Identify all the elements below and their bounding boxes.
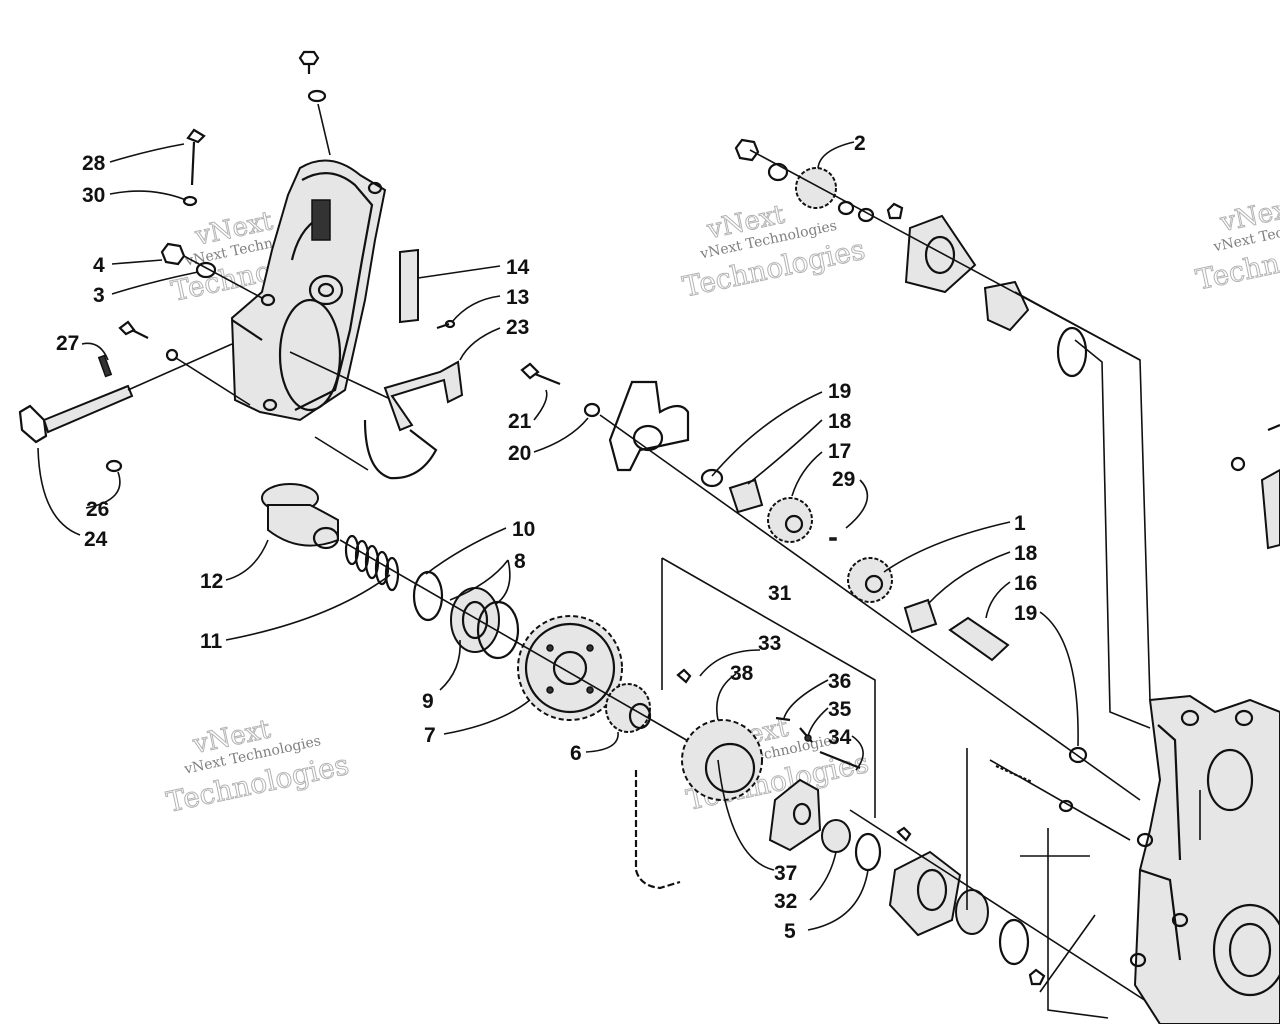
bolt-and-fitting bbox=[118, 320, 251, 406]
drive-chain bbox=[634, 770, 681, 890]
watermark-left-bottom: vNext vNext Technologies Technologies bbox=[163, 714, 352, 819]
watermark-center-top: vNext vNext Technologies Technologies bbox=[679, 199, 868, 304]
bleeder-screw bbox=[995, 764, 1074, 986]
callout-5: 5 bbox=[784, 920, 796, 943]
axis-driven bbox=[339, 539, 696, 746]
callout-32: 32 bbox=[774, 890, 797, 913]
callout-8: 8 bbox=[514, 550, 526, 573]
callout-30: 30 bbox=[82, 184, 105, 207]
top-bolt bbox=[298, 50, 331, 156]
bolt-21 bbox=[520, 362, 601, 418]
callout-16: 16 bbox=[1014, 572, 1037, 595]
callout-3: 3 bbox=[93, 284, 105, 307]
brake-disc-38 bbox=[676, 668, 763, 801]
chain-loop bbox=[314, 419, 438, 480]
leader-lines bbox=[37, 141, 1079, 931]
ref-line-d bbox=[966, 748, 1201, 993]
callout-10: 10 bbox=[512, 518, 535, 541]
callout-21: 21 bbox=[508, 410, 532, 433]
callout-35: 35 bbox=[828, 698, 852, 721]
tube-16 bbox=[948, 616, 1010, 662]
bracket bbox=[608, 380, 690, 472]
callout-18-top: 18 bbox=[828, 410, 852, 433]
washer-19b bbox=[1068, 746, 1088, 764]
callout-37: 37 bbox=[774, 862, 797, 885]
bearing-housing-12 bbox=[261, 483, 340, 550]
caliper-37 bbox=[768, 778, 822, 852]
callout-14: 14 bbox=[506, 256, 530, 279]
callout-24: 24 bbox=[84, 528, 108, 551]
callout-27: 27 bbox=[56, 332, 79, 355]
callout-labels: 28 30 4 3 27 24 26 14 13 23 12 11 10 8 9… bbox=[56, 132, 1038, 943]
callout-19-top: 19 bbox=[828, 380, 851, 403]
lower-bearing-plate bbox=[849, 759, 1161, 1011]
callout-4: 4 bbox=[93, 254, 105, 277]
gear-7 bbox=[517, 615, 623, 721]
dipstick-28 bbox=[182, 128, 206, 207]
callout-2: 2 bbox=[854, 132, 866, 155]
pins-36-35-34 bbox=[775, 716, 861, 770]
washer-19-bearing-18 bbox=[700, 468, 764, 514]
callout-34: 34 bbox=[828, 726, 852, 749]
callout-23: 23 bbox=[506, 316, 529, 339]
chain-tensioner-23 bbox=[289, 351, 464, 432]
brake-shaft-24 bbox=[18, 343, 233, 473]
gear-6 bbox=[605, 683, 652, 733]
group-31-bracket bbox=[661, 557, 876, 818]
axis-shaft bbox=[599, 414, 1141, 801]
callout-7: 7 bbox=[424, 724, 436, 747]
callout-19-bottom: 19 bbox=[1014, 602, 1037, 625]
callout-6: 6 bbox=[570, 742, 582, 765]
callout-28: 28 bbox=[82, 152, 106, 175]
callout-18-bottom: 18 bbox=[1014, 542, 1038, 565]
callout-13: 13 bbox=[506, 286, 529, 309]
gearcase-right bbox=[1129, 694, 1280, 1024]
callout-26: 26 bbox=[86, 498, 109, 521]
callout-11: 11 bbox=[200, 630, 223, 653]
callout-9: 9 bbox=[422, 690, 434, 713]
bearing-18b bbox=[903, 598, 938, 634]
ref-line-c bbox=[1020, 828, 1109, 1019]
watermark-right-top: vNext vNext Technologies Technologies bbox=[1192, 192, 1280, 297]
spring-11 bbox=[344, 534, 400, 592]
chaincase-cover bbox=[230, 159, 387, 422]
sprocket-1 bbox=[847, 557, 893, 603]
ref-line-a bbox=[1074, 339, 1151, 729]
sprocket-17 bbox=[767, 497, 837, 543]
nut-washer-4-3 bbox=[160, 242, 263, 299]
bearing-32-washer-5 bbox=[821, 819, 882, 872]
callout-36: 36 bbox=[828, 670, 851, 693]
callout-31: 31 bbox=[768, 582, 792, 605]
callout-1: 1 bbox=[1014, 512, 1026, 535]
right-edge-part bbox=[1230, 423, 1280, 550]
callout-38: 38 bbox=[730, 662, 754, 685]
upper-sprocket-2 bbox=[734, 138, 1141, 378]
callout-20: 20 bbox=[508, 442, 531, 465]
callout-12: 12 bbox=[200, 570, 223, 593]
callout-33: 33 bbox=[758, 632, 781, 655]
callout-29: 29 bbox=[832, 468, 855, 491]
plate-14 bbox=[399, 248, 456, 330]
ref-line-b bbox=[1014, 291, 1151, 701]
callout-17: 17 bbox=[828, 440, 851, 463]
